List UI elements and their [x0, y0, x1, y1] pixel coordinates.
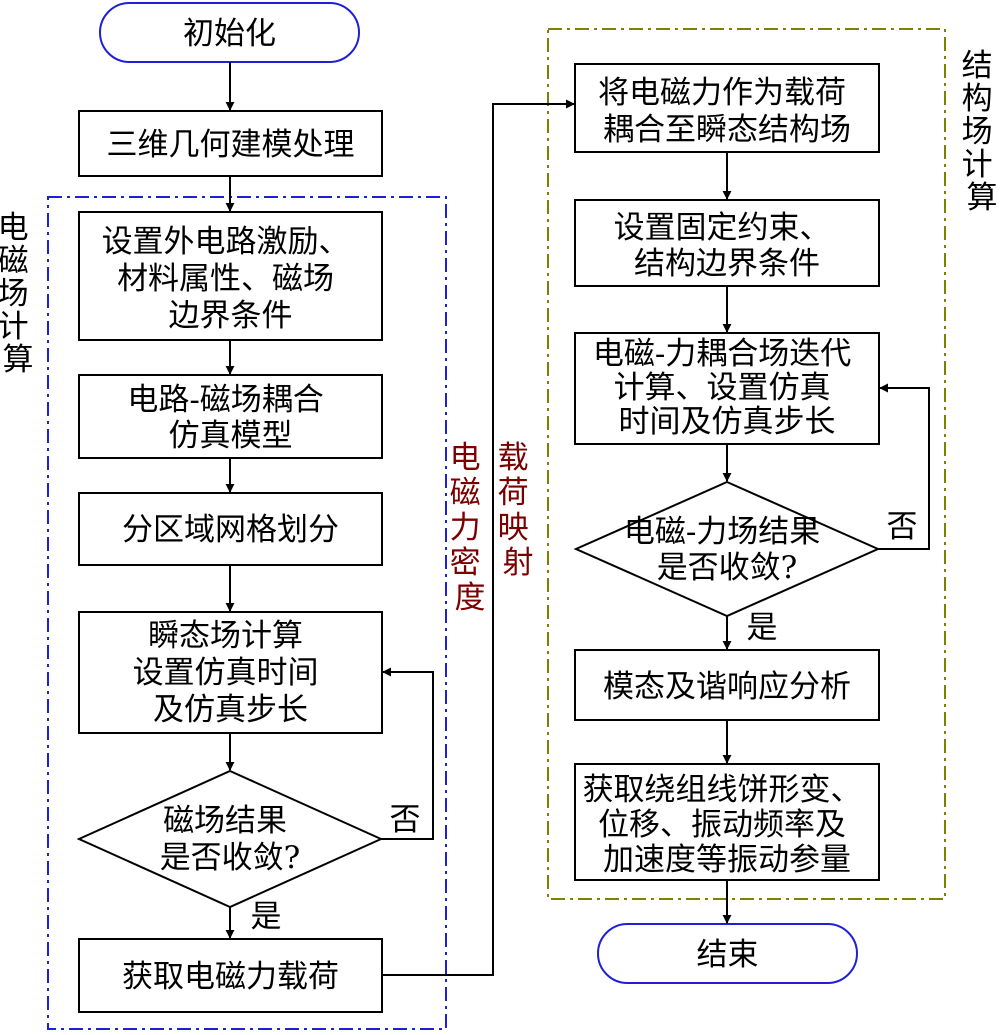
end-terminal — [597, 923, 858, 984]
left-yes-label: 是 — [251, 899, 282, 935]
em-force-density-label: 电 磁 力 密 度 — [450, 440, 491, 616]
structural-calc-group-label: 结 构 场 计 算 — [962, 48, 1001, 216]
step-get-em-force-text: 获取电磁力载荷 — [122, 959, 339, 995]
structural-calc-group-frame — [547, 28, 946, 900]
step-excitation-settings: 设置外电路激励、 材料属性、磁场 边界条件 — [78, 211, 383, 341]
em-calc-group-frame — [47, 196, 447, 1030]
step-circuit-field-coupling: 电路-磁场耦合 仿真模型 — [78, 374, 383, 459]
step-vibration-params: 获取绕组线饼形变、 位移、振动频率及 加速度等振动参量 — [574, 763, 880, 881]
decision-magnetic-convergence-text: 磁场结果 是否收敛? — [160, 803, 301, 876]
step-couple-to-structure: 将电磁力作为载荷 耦合至瞬态结构场 — [574, 63, 880, 153]
load-mapping-label: 载 荷 映 射 — [498, 440, 539, 581]
step-iterative-coupling: 电磁-力耦合场迭代 计算、设置仿真 时间及仿真步长 — [574, 332, 880, 445]
decision-em-force-convergence-text: 电磁-力场结果 是否收敛? — [624, 514, 830, 586]
step-excitation-settings-text: 设置外电路激励、 材料属性、磁场 边界条件 — [102, 224, 360, 334]
step-couple-to-structure-text: 将电磁力作为载荷 耦合至瞬态结构场 — [598, 75, 856, 148]
right-yes-label: 是 — [747, 610, 778, 646]
start-label: 初始化 — [183, 16, 276, 52]
step-get-em-force: 获取电磁力载荷 — [78, 938, 383, 1013]
step-3d-modeling: 三维几何建模处理 — [78, 110, 383, 177]
decision-magnetic-convergence: 磁场结果 是否收敛? — [76, 769, 384, 909]
step-modal-harmonic-text: 模态及谐响应分析 — [603, 669, 851, 705]
step-circuit-field-coupling-text: 电路-磁场耦合 仿真模型 — [127, 382, 333, 454]
step-constraints-text: 设置固定约束、 结构边界条件 — [614, 210, 841, 282]
step-modal-harmonic: 模态及谐响应分析 — [574, 649, 880, 721]
step-transient-calc-text: 瞬态场计算 设置仿真时间 及仿真步长 — [133, 618, 329, 728]
end-label: 结束 — [697, 937, 759, 973]
step-mesh-text: 分区域网格划分 — [122, 512, 339, 548]
right-no-label: 否 — [887, 509, 918, 545]
step-3d-modeling-text: 三维几何建模处理 — [107, 127, 355, 163]
decision-em-force-convergence: 电磁-力场结果 是否收敛? — [573, 480, 881, 618]
step-mesh: 分区域网格划分 — [78, 492, 383, 566]
step-constraints: 设置固定约束、 结构边界条件 — [574, 199, 880, 287]
arrow-em-force-no-loop — [878, 383, 930, 550]
arrow-force-to-structure — [382, 99, 575, 976]
step-vibration-params-text: 获取绕组线饼形变、 位移、振动频率及 加速度等振动参量 — [583, 772, 872, 878]
step-iterative-coupling-text: 电磁-力耦合场迭代 计算、设置仿真 时间及仿真步长 — [593, 336, 861, 440]
arrow-magnetic-no-loop — [381, 667, 434, 840]
connectors — [225, 62, 930, 976]
em-calc-group-label: 电 磁 场 计 算 — [0, 210, 38, 378]
step-transient-calc: 瞬态场计算 设置仿真时间 及仿真步长 — [78, 611, 383, 734]
left-no-label: 否 — [390, 802, 421, 838]
